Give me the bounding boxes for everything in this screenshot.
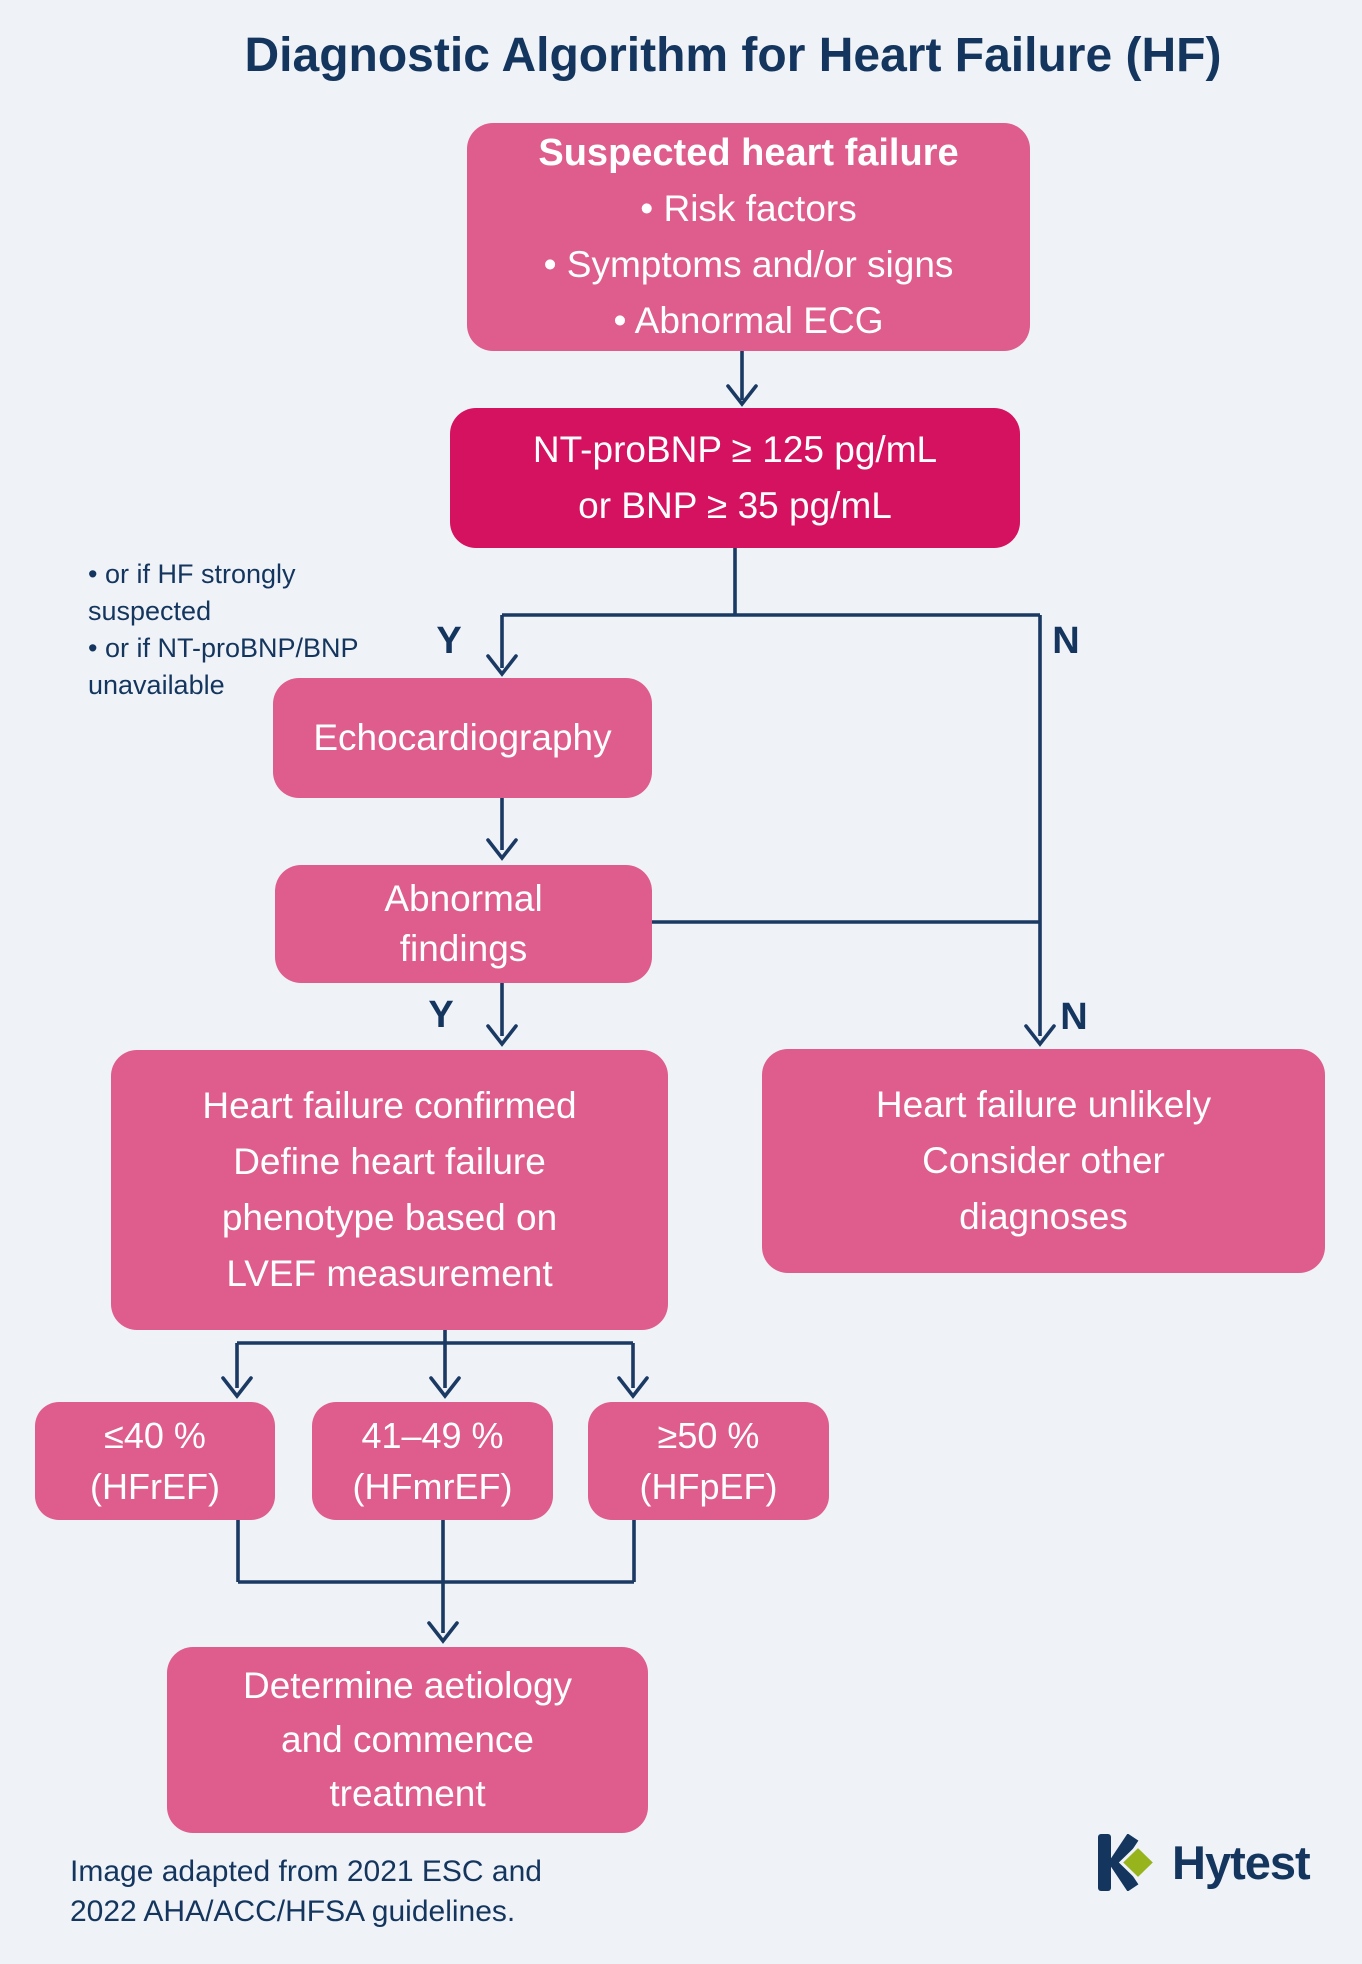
page-title: Diagnostic Algorithm for Heart Failure (…	[244, 29, 1222, 82]
unlikely-line: Consider other	[922, 1140, 1165, 1181]
bullet-symptoms-signs: • Symptoms and/or signs	[543, 244, 954, 285]
side-note-line: • or if NT-proBNP/BNP	[88, 633, 359, 663]
confirmed-line: phenotype based on	[221, 1197, 558, 1238]
unlikely-line: Heart failure unlikely	[875, 1084, 1212, 1125]
hytest-logo: Hytest	[1098, 1834, 1311, 1891]
unlikely-line: diagnoses	[959, 1196, 1128, 1237]
branch-label-no-top: N	[1052, 620, 1080, 662]
node-hfpef: ≥50 % (HFpEF)	[588, 1402, 829, 1520]
treatment-line: and commence	[281, 1719, 534, 1760]
abnormal-line: Abnormal	[384, 878, 543, 919]
confirmed-line: LVEF measurement	[226, 1253, 553, 1294]
branch-label-yes-top: Y	[436, 620, 462, 662]
hfref-value: ≤40 %	[104, 1415, 206, 1456]
hfpef-value: ≥50 %	[657, 1415, 760, 1456]
hfmref-value: 41–49 %	[361, 1415, 504, 1456]
credit-line: Image adapted from 2021 ESC and	[70, 1855, 542, 1888]
hfref-label: (HFrEF)	[90, 1466, 220, 1507]
branch-label-no-bottom: N	[1060, 996, 1088, 1038]
node-heart-failure-unlikely: Heart failure unlikely Consider other di…	[762, 1049, 1325, 1273]
node-natriuretic-peptide-threshold: NT-proBNP ≥ 125 pg/mL or BNP ≥ 35 pg/mL	[450, 408, 1020, 548]
bullet-risk-factors: • Risk factors	[640, 188, 857, 229]
confirmed-line: Define heart failure	[233, 1141, 546, 1182]
image-credit: Image adapted from 2021 ESC and 2022 AHA…	[70, 1852, 590, 1932]
hfpef-label: (HFpEF)	[639, 1466, 778, 1507]
hytest-logo-text: Hytest	[1172, 1835, 1311, 1889]
node-heart-failure-confirmed: Heart failure confirmed Define heart fai…	[111, 1050, 668, 1330]
treatment-line: treatment	[329, 1773, 486, 1814]
node-echocardiography: Echocardiography	[273, 678, 652, 798]
node-heading: Suspected heart failure	[538, 132, 959, 174]
treatment-line: Determine aetiology	[242, 1665, 573, 1706]
side-note-line: suspected	[88, 596, 212, 626]
branch-label-yes-bottom: Y	[428, 994, 454, 1036]
node-hfref: ≤40 % (HFrEF)	[35, 1402, 275, 1520]
side-note-line: unavailable	[88, 670, 225, 700]
hfmref-label: (HFmrEF)	[352, 1466, 513, 1507]
confirmed-line: Heart failure confirmed	[202, 1085, 577, 1126]
bnp-line: or BNP ≥ 35 pg/mL	[578, 485, 892, 526]
node-determine-aetiology: Determine aetiology and commence treatme…	[167, 1647, 648, 1833]
credit-line: 2022 AHA/ACC/HFSA guidelines.	[70, 1895, 516, 1928]
side-note-line: • or if HF strongly	[88, 559, 296, 589]
findings-line: findings	[399, 928, 528, 969]
node-hfmref: 41–49 % (HFmrEF)	[312, 1402, 553, 1520]
bullet-abnormal-ecg: • Abnormal ECG	[613, 300, 884, 341]
side-note: • or if HF strongly suspected • or if NT…	[88, 556, 418, 704]
node-abnormal-findings: Abnormal findings	[275, 865, 652, 983]
echo-label: Echocardiography	[313, 717, 612, 758]
ntprobnp-line: NT-proBNP ≥ 125 pg/mL	[532, 429, 938, 470]
hytest-logo-icon	[1098, 1834, 1158, 1891]
node-suspected-heart-failure: Suspected heart failure • Risk factors •…	[467, 123, 1030, 351]
